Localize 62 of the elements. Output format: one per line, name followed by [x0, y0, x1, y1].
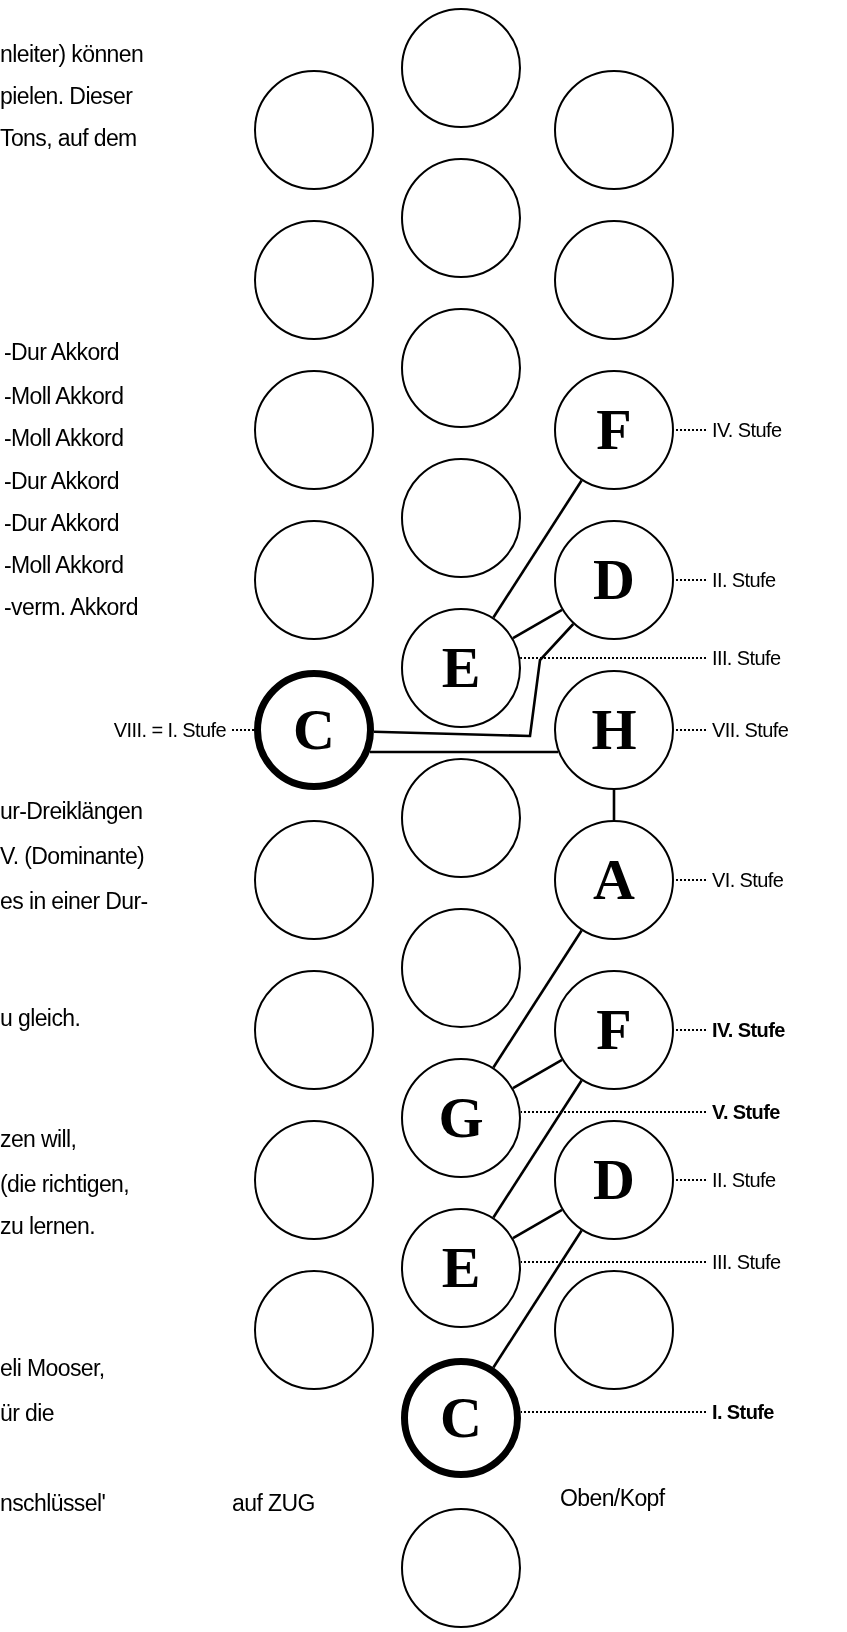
leader-line: [673, 579, 707, 581]
text-line: eli Mooser,: [0, 1354, 105, 1382]
text-line: ur-Dreiklängen: [0, 797, 143, 825]
accordion-button: F: [554, 370, 674, 490]
column-caption: auf ZUG: [232, 1489, 315, 1517]
connector-line: [612, 790, 616, 820]
leader-line: [673, 879, 707, 881]
text-line: zu lernen.: [0, 1212, 95, 1240]
accordion-button: D: [554, 1120, 674, 1240]
leader-line: [673, 1179, 707, 1181]
text-line: nleiter) können: [0, 40, 144, 68]
text-line: u gleich.: [0, 1004, 81, 1032]
chord-list-item: -Dur Akkord: [4, 467, 119, 495]
leader-line: [673, 429, 707, 431]
connector-line: [373, 623, 575, 738]
column-caption: Oben/Kopf: [560, 1484, 665, 1512]
text-line: es in einer Dur-: [0, 887, 148, 915]
leader-line: [673, 1029, 707, 1031]
connector-line: [512, 608, 563, 640]
chord-list-item: -Moll Akkord: [4, 424, 124, 452]
text-line: pielen. Dieser: [0, 82, 133, 110]
stufe-label: II. Stufe: [712, 1168, 776, 1192]
accordion-button: E: [401, 608, 521, 728]
leader-line: [673, 729, 707, 731]
accordion-button: D: [554, 520, 674, 640]
text-line: ür die: [0, 1399, 54, 1427]
connector-line: [512, 1208, 563, 1240]
leader-line: [519, 1411, 707, 1413]
leader-line: [231, 729, 255, 731]
text-line: V. (Dominante): [0, 842, 145, 870]
stufe-label: I. Stufe: [712, 1400, 774, 1424]
connector-line: [369, 750, 559, 754]
accordion-button: H: [554, 670, 674, 790]
text-line: zen will,: [0, 1125, 77, 1153]
stufe-label: III. Stufe: [712, 646, 781, 670]
stufe-label: IV. Stufe: [712, 1018, 785, 1042]
text-line: (die richtigen,: [0, 1170, 130, 1198]
stufe-label: V. Stufe: [712, 1100, 780, 1124]
chord-list-item: -Moll Akkord: [4, 551, 124, 579]
accordion-button: G: [401, 1058, 521, 1178]
connector-line: [492, 1229, 583, 1369]
chord-list-item: -Dur Akkord: [4, 338, 119, 366]
connector-line: [492, 1079, 583, 1219]
stufe-label: IV. Stufe: [712, 418, 782, 442]
accordion-button: C: [401, 1358, 521, 1478]
chord-list-item: -verm. Akkord: [4, 593, 139, 621]
accordion-button: F: [554, 970, 674, 1090]
accordion-button: A: [554, 820, 674, 940]
connector-line: [512, 1058, 563, 1090]
chord-list-item: -Dur Akkord: [4, 509, 119, 537]
stufe-label: VII. Stufe: [712, 718, 789, 742]
chord-list-item: -Moll Akkord: [4, 382, 124, 410]
text-line: Tons, auf dem: [0, 124, 137, 152]
stufe-label: III. Stufe: [712, 1250, 781, 1274]
connector-line: [492, 479, 583, 619]
connector-line: [492, 929, 583, 1069]
accordion-button: C: [254, 670, 374, 790]
stufe-label: VIII. = I. Stufe: [113, 718, 226, 742]
stufe-label: II. Stufe: [712, 568, 776, 592]
text-line: nschlüssel': [0, 1489, 106, 1517]
stufe-label: VI. Stufe: [712, 868, 784, 892]
accordion-button: E: [401, 1208, 521, 1328]
